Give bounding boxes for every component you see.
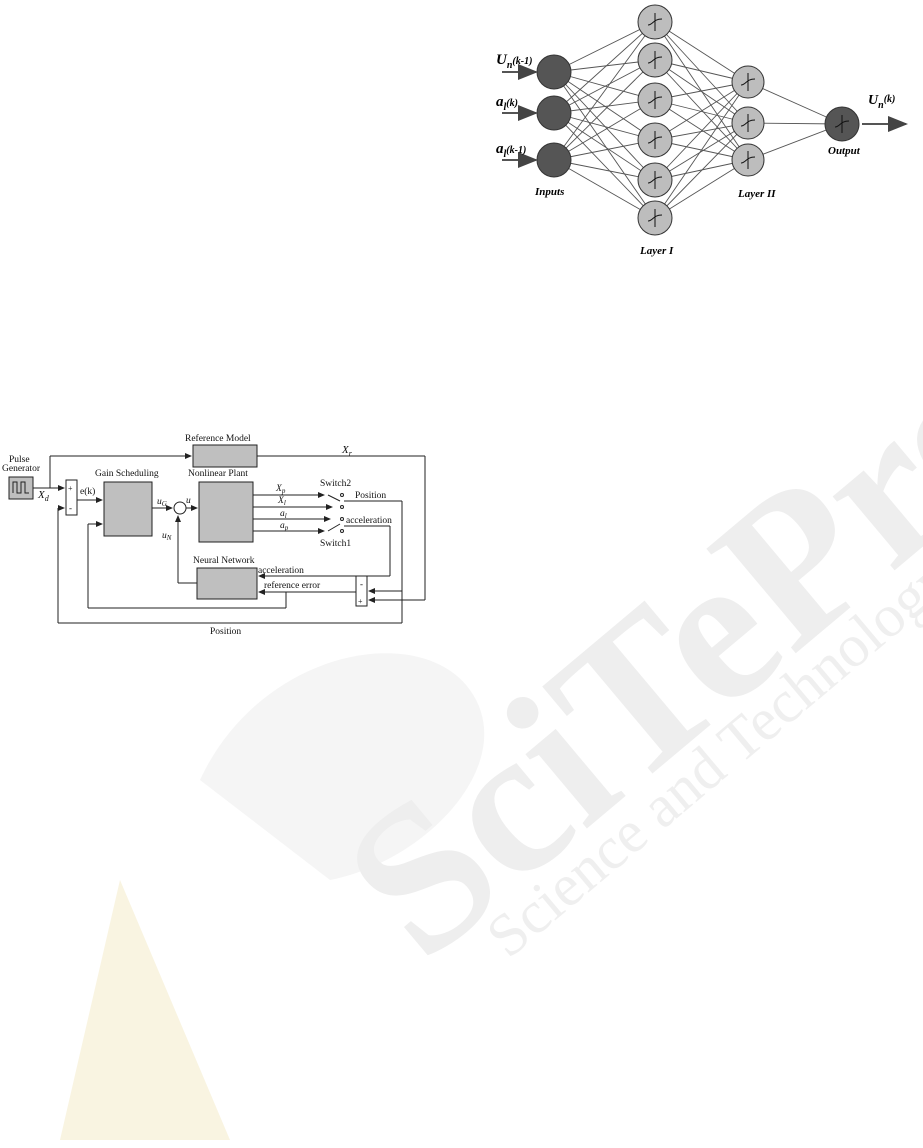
u-label: u [186,496,191,506]
xd-label: Xd [37,489,50,503]
output-value-label: Un(k) [868,93,895,111]
sum2-plus: + [358,597,363,606]
summing-junction [174,502,186,514]
position-right-label: Position [355,491,386,501]
control-block-diagram: Pulse Generator Xd Reference Model Xr e(… [0,420,440,645]
layer2-label: Layer II [737,188,776,200]
watermark-shape [60,880,230,1140]
switch1-label: Switch1 [320,539,351,549]
ek-label: e(k) [80,486,95,497]
xr-label: Xr [341,444,353,458]
inputs-label: Inputs [534,186,564,198]
reference-error-label: reference error [264,580,321,591]
xl-label: Xl [277,496,286,507]
pulse-generator-label-2: Generator [2,464,41,474]
ug-label: uG [157,497,167,508]
reference-model-block [193,445,257,467]
gain-scheduling-label: Gain Scheduling [95,469,159,479]
sum1-minus: - [69,503,72,513]
un-label: uN [162,531,172,542]
input-3-label: al(k-1) [496,141,526,160]
nn-input-node [537,96,571,130]
output-label: Output [828,145,861,157]
sum2-minus: - [360,579,363,589]
nn-input-node [537,55,571,89]
acceleration-mid-label: acceleration [258,566,304,576]
gain-scheduling-block [104,482,152,536]
neural-network-figure: Un(k-1) al(k) al(k-1) Inputs Layer I Lay… [490,0,910,265]
position-bottom-label: Position [210,627,241,637]
acceleration-right-label: acceleration [346,516,392,526]
nn-input-node [537,143,571,177]
switch2-label: Switch2 [320,479,351,489]
neural-network-block [197,568,257,599]
al-label: al [280,509,287,520]
sum1-plus: + [68,484,73,493]
xp-label: Xp [275,484,286,495]
neural-network-label: Neural Network [193,556,255,566]
nonlinear-plant-label: Nonlinear Plant [188,469,248,479]
layer1-label: Layer I [639,245,674,257]
reference-model-label: Reference Model [185,433,251,444]
ap-label: ap [280,521,289,532]
input-2-label: al(k) [496,94,518,113]
input-1-label: Un(k-1) [496,52,532,71]
nonlinear-plant-block [199,482,253,542]
